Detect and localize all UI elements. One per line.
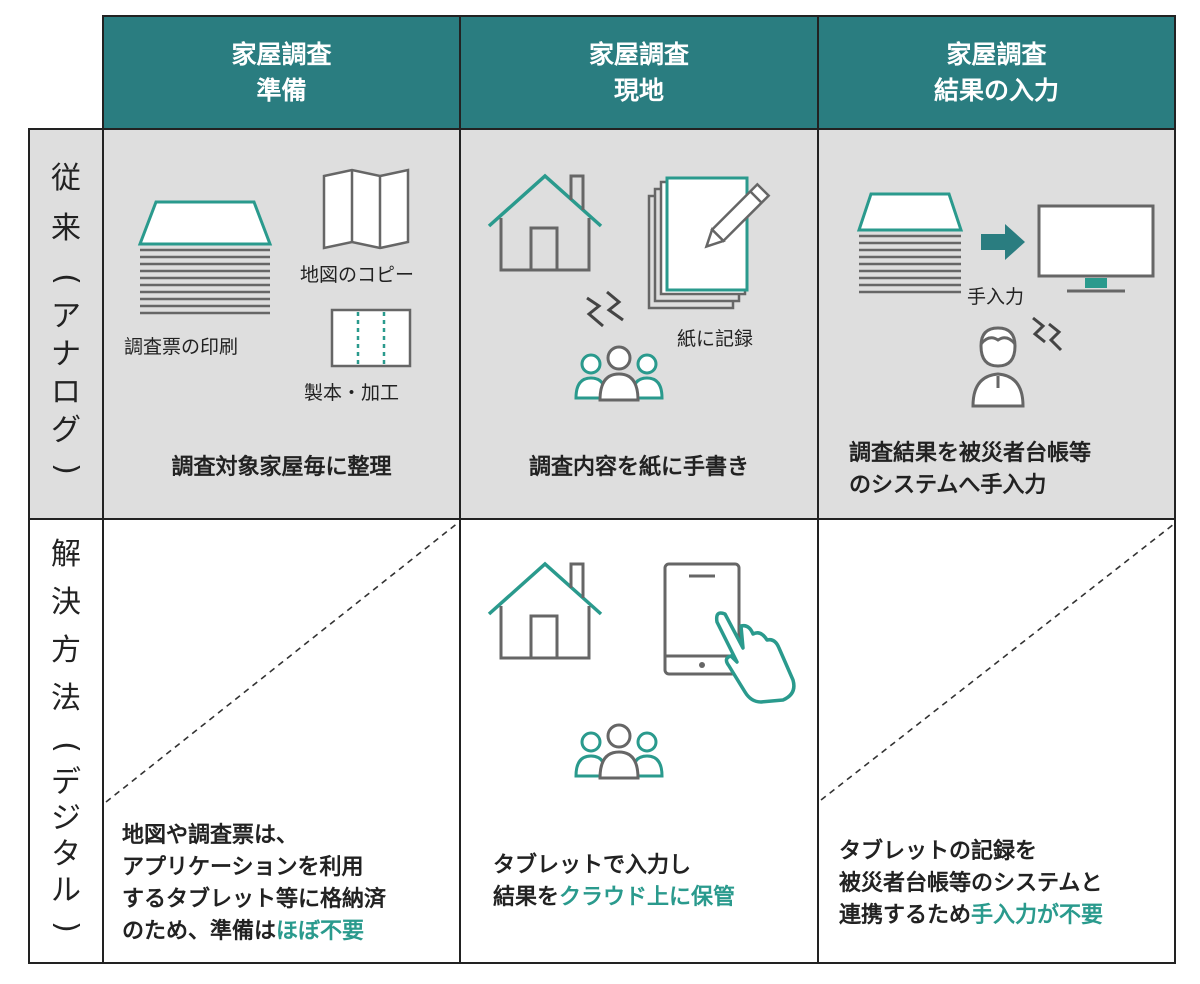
row-label-digital-char: 方 xyxy=(51,633,81,668)
row-label-digital-char: ジ xyxy=(51,801,81,836)
analog-cell-site: 紙に記録 調査内容を紙に手書き xyxy=(459,128,819,520)
row-label-analog-char: 来 xyxy=(51,211,81,246)
digital-prep-line1: 地図や調査票は、 xyxy=(122,823,299,848)
digital-site-highlight: クラウド上に保管 xyxy=(559,885,736,910)
column-header-input-line1: 家屋調査 xyxy=(946,39,1047,69)
row-label-digital: 解 決 方 法 ( デ ジ タ ル ) xyxy=(28,518,104,964)
digital-cell-prep: 地図や調査票は、 アプリケーションを利用 するタブレット等に格納済 のため、準備… xyxy=(102,518,461,964)
label-form-print: 調査票の印刷 xyxy=(124,336,239,358)
digital-input-caption: タブレットの記録を 被災者台帳等のシステムと 連携するため手入力が不要 xyxy=(839,836,1174,932)
column-header-site: 家屋調査 現地 xyxy=(459,15,819,130)
row-label-analog-char: ナ xyxy=(51,337,81,372)
analog-input-caption-line1: 調査結果を被災者台帳等 xyxy=(849,441,1092,466)
diagonal-dashed-line xyxy=(820,523,1175,801)
analog-input-caption-line2: のシステムへ手入力 xyxy=(849,473,1047,498)
diagonal-dashed-line xyxy=(105,521,460,803)
digital-prep-line3: するタブレット等に格納済 xyxy=(122,887,387,912)
bound-book-icon xyxy=(330,308,412,368)
column-header-site-line1: 家屋調査 xyxy=(588,39,689,69)
row-label-analog-char: ア xyxy=(51,299,81,334)
row-label-digital-char: 決 xyxy=(51,585,81,620)
digital-prep-caption: 地図や調査票は、 アプリケーションを利用 するタブレット等に格納済 のため、準備… xyxy=(122,820,457,948)
digital-input-line3: 連携するため手入力が不要 xyxy=(839,900,1174,932)
column-header-prep: 家屋調査 準備 xyxy=(102,15,461,130)
digital-site-caption: タブレットで入力し 結果をクラウド上に保管 xyxy=(493,850,813,914)
row-label-analog-paren: ) xyxy=(49,463,84,475)
digital-site-line1: タブレットで入力し xyxy=(493,853,692,878)
people-group-icon xyxy=(574,345,664,402)
column-header-input: 家屋調査 結果の入力 xyxy=(817,15,1176,130)
digital-prep-line2: アプリケーションを利用 xyxy=(122,855,364,880)
analog-prep-caption: 調査対象家屋毎に整理 xyxy=(171,455,392,480)
person-icon xyxy=(971,326,1025,408)
row-label-analog-char: グ xyxy=(51,413,81,448)
row-label-analog-char: ロ xyxy=(51,375,81,410)
column-header-prep-line2: 準備 xyxy=(256,75,307,105)
row-label-analog-paren: ( xyxy=(49,273,84,285)
row-label-analog-char: 従 xyxy=(51,161,81,196)
column-header-site-line2: 現地 xyxy=(613,75,664,105)
column-header-prep-line1: 家屋調査 xyxy=(231,39,332,69)
label-map-copy: 地図のコピー xyxy=(300,264,415,286)
row-label-digital-paren: ( xyxy=(49,741,84,753)
paper-notepad-icon xyxy=(647,176,771,310)
form-stack-icon xyxy=(856,192,964,294)
monitor-icon xyxy=(1037,204,1155,293)
digital-input-highlight: 手入力が不要 xyxy=(971,903,1104,928)
map-icon xyxy=(322,168,410,250)
label-binding: 製本・加工 xyxy=(304,382,400,404)
row-label-digital-char: デ xyxy=(51,765,81,800)
stress-mark-icon xyxy=(1032,316,1063,352)
digital-input-line3-a: 連携するため xyxy=(839,903,972,928)
row-label-digital-char: 解 xyxy=(51,537,81,572)
column-header-input-line2: 結果の入力 xyxy=(933,75,1059,105)
row-label-digital-char: 法 xyxy=(51,681,81,716)
digital-input-line1: タブレットの記録を xyxy=(839,839,1038,864)
tablet-touch-icon xyxy=(663,562,796,704)
digital-cell-site: タブレットで入力し 結果をクラウド上に保管 xyxy=(459,518,819,964)
digital-prep-line4: のため、準備はほぼ不要 xyxy=(122,916,457,948)
row-label-digital-char: ル xyxy=(51,873,81,908)
digital-prep-highlight: ほぼ不要 xyxy=(276,919,365,944)
people-group-icon xyxy=(574,723,664,780)
digital-prep-line4-a: のため、準備は xyxy=(122,919,277,944)
digital-site-line2: 結果をクラウド上に保管 xyxy=(493,882,813,914)
digital-input-line2: 被災者台帳等のシステムと xyxy=(839,871,1103,896)
row-label-digital-paren: ) xyxy=(49,921,84,933)
house-icon xyxy=(487,173,603,272)
digital-cell-input: タブレットの記録を 被災者台帳等のシステムと 連携するため手入力が不要 xyxy=(817,518,1176,964)
arrow-right-icon xyxy=(981,224,1025,260)
analog-input-caption: 調査結果を被災者台帳等 のシステムへ手入力 xyxy=(849,438,1169,502)
analog-site-caption: 調査内容を紙に手書き xyxy=(528,455,749,480)
house-icon xyxy=(487,561,603,660)
stress-mark-icon xyxy=(586,290,624,328)
analog-cell-input: 手入力 調査結果を被災者台帳等 のシステムへ手入力 xyxy=(817,128,1176,520)
label-paper-record: 紙に記録 xyxy=(677,328,754,350)
analog-cell-prep: 調査票の印刷 地図のコピー 製本・加工 調査対象家屋毎に整理 xyxy=(102,128,461,520)
form-stack-icon xyxy=(137,200,273,315)
row-label-analog: 従 来 ( ア ナ ロ グ ) xyxy=(28,128,104,520)
label-manual-input: 手入力 xyxy=(967,286,1025,308)
row-label-digital-char: タ xyxy=(51,837,81,872)
digital-site-line2-a: 結果を xyxy=(493,885,560,910)
